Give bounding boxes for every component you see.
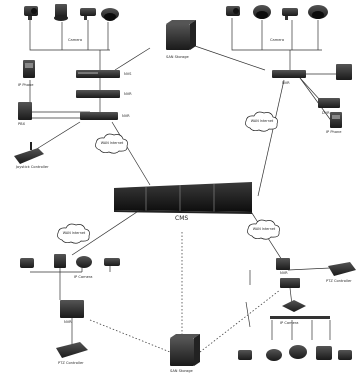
nvr-device <box>276 258 290 270</box>
nvr-label: NVR <box>124 93 132 97</box>
dvr-device <box>80 112 118 120</box>
pbx-label: PBX <box>18 123 25 127</box>
wan-label: WAN Internet <box>59 232 89 235</box>
storage-label: SAN Storage <box>166 56 189 60</box>
storage-label: SAN Storage <box>170 370 193 374</box>
pbx-icon <box>18 102 32 120</box>
joystick-controller-icon <box>14 142 44 164</box>
ptz-label: PTZ Controller <box>326 280 352 284</box>
dome-camera-icon <box>253 5 271 19</box>
nvr-device <box>60 300 84 318</box>
ptz-controller-icon <box>56 342 88 358</box>
ip-phone-icon <box>23 60 35 78</box>
connection-lines <box>28 18 340 345</box>
ip-phone-icon <box>330 112 342 128</box>
camera-label: Camera <box>270 39 284 43</box>
nvr-label: NVR <box>282 82 290 86</box>
ip-phone-label: IP Phone <box>18 84 34 88</box>
nvr-device <box>272 70 306 78</box>
cms-label: CMS <box>175 215 188 222</box>
camera-icon <box>316 346 332 360</box>
dvr-label: DVR <box>322 112 330 116</box>
camera-icon <box>54 4 68 21</box>
storage-icon <box>166 20 196 50</box>
wan-label: WAN Internet <box>249 228 279 231</box>
ip-camera-label: IP Camera <box>74 276 92 280</box>
nvs-device <box>76 70 120 78</box>
camera-label: Camera <box>68 39 82 43</box>
camera-icon <box>20 258 34 268</box>
dome-camera-icon <box>101 8 119 21</box>
dome-camera-icon <box>266 349 282 361</box>
nvr-device <box>76 90 120 98</box>
wan-label: WAN Internet <box>247 120 277 123</box>
camera-icon <box>54 254 66 268</box>
storage-icon <box>170 334 200 366</box>
monitor-icon <box>336 64 352 80</box>
dome-camera-icon <box>308 5 328 19</box>
camera-icon <box>338 350 352 360</box>
dome-camera-icon <box>289 345 307 359</box>
nvr-label: NVR <box>64 321 72 325</box>
dvr-label: NVR <box>122 115 130 119</box>
nvr-label: NVR <box>280 272 288 276</box>
camera-icon <box>104 258 120 266</box>
camera-icon <box>80 8 96 20</box>
camera-icon <box>24 6 38 20</box>
nvr-device <box>270 300 330 319</box>
ip-phone-label: IP Phone <box>326 131 342 135</box>
dvr-device <box>280 278 300 288</box>
ptz-controller-icon <box>328 262 356 276</box>
cms-video-wall <box>114 182 252 214</box>
ip-camera-label: IP Camera <box>280 322 298 326</box>
ptz-label: PTZ Controller <box>58 362 84 366</box>
camera-icon <box>282 8 298 20</box>
joystick-label: Joystick Controller <box>16 166 49 170</box>
dvr-device <box>318 98 340 108</box>
camera-icon <box>238 350 252 360</box>
nvs-label: NVS <box>124 73 131 77</box>
wan-label: WAN Internet <box>97 142 127 145</box>
dome-camera-icon <box>76 256 92 268</box>
camera-icon <box>226 6 240 16</box>
